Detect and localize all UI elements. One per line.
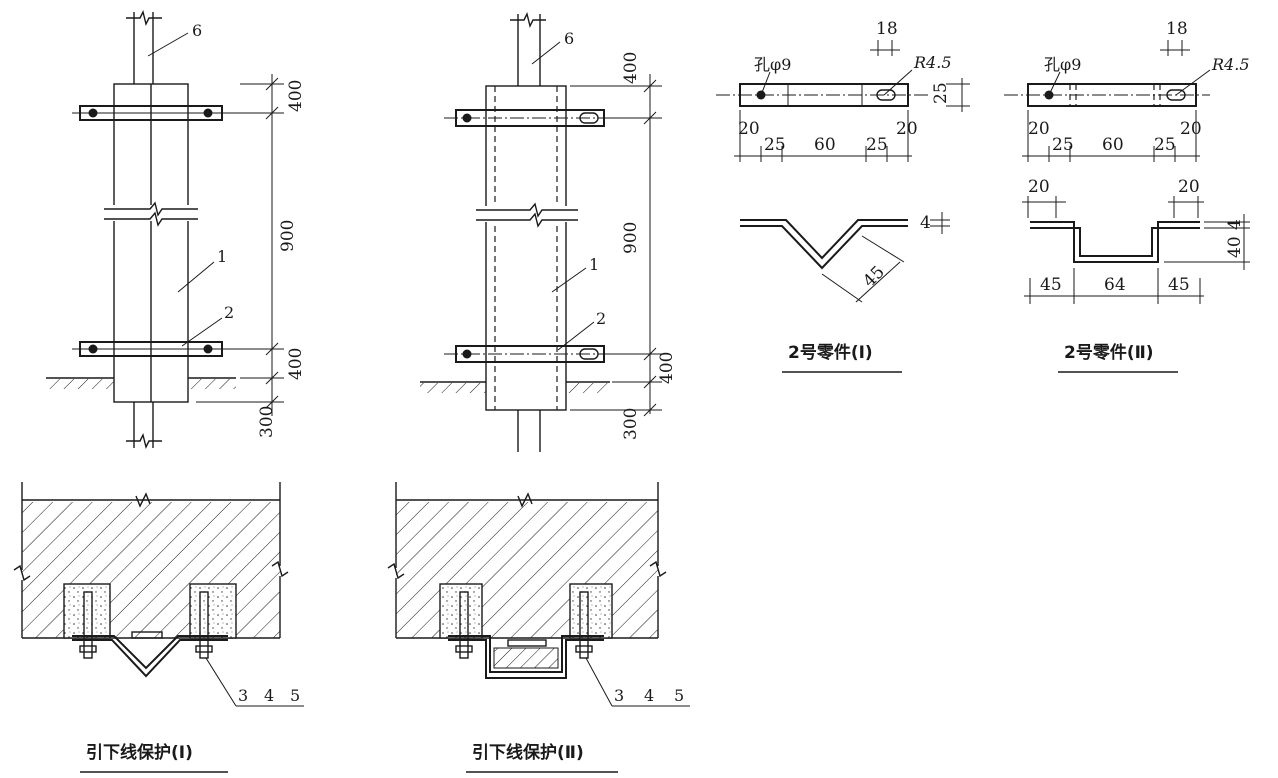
label-conductor-2: 6 xyxy=(564,29,574,48)
elevation-1: 6 1 2 400 900 400 300 xyxy=(46,9,306,450)
title-part-2: 2号零件(Ⅱ) xyxy=(1064,342,1154,363)
p2-hole: 孔φ9 xyxy=(1044,55,1081,74)
label-pipe-1: 1 xyxy=(217,247,227,266)
p2-d3: 25 xyxy=(1154,135,1176,155)
s2-label-4: 4 xyxy=(644,686,654,705)
p2-flange-left: 20 xyxy=(1028,177,1050,197)
p1-radius: R4.5 xyxy=(913,53,952,72)
p2-d4: 20 xyxy=(1180,119,1202,139)
p1-d3: 25 xyxy=(866,135,888,155)
p1-thickness: 4 xyxy=(920,213,931,233)
p1-slot: 18 xyxy=(876,19,898,39)
s2-label-5: 5 xyxy=(674,686,684,705)
elevation-2: 6 1 2 400 900 400 300 xyxy=(420,11,677,452)
p2-slot: 18 xyxy=(1166,19,1188,39)
dim-e1-middle: 900 xyxy=(278,220,298,252)
dim-e2-below: 300 xyxy=(621,408,641,440)
p2-b1: 64 xyxy=(1104,275,1126,295)
title-part-1: 2号零件(Ⅰ) xyxy=(788,342,873,363)
s2-label-3: 3 xyxy=(614,686,624,705)
p1-d2: 60 xyxy=(814,135,836,155)
part-1: 孔φ9 R4.5 18 25 20 25 60 25 20 4 xyxy=(716,19,970,373)
part-2: 孔φ9 R4.5 18 20 25 60 25 20 20 20 xyxy=(1004,19,1250,373)
p1-height: 25 xyxy=(931,82,951,104)
p1-hole: 孔φ9 xyxy=(754,55,791,74)
dim-e2-bottom: 400 xyxy=(657,352,677,384)
p2-d0: 20 xyxy=(1028,119,1050,139)
label-clamp-2: 2 xyxy=(596,309,606,328)
title-protect-1: 引下线保护(Ⅰ) xyxy=(86,742,193,763)
s1-label-4: 4 xyxy=(264,686,274,705)
s1-label-5: 5 xyxy=(290,686,300,705)
dim-e1-below: 300 xyxy=(257,406,277,438)
p2-b0: 45 xyxy=(1040,275,1062,295)
p1-d0: 20 xyxy=(738,119,760,139)
p2-radius: R4.5 xyxy=(1211,55,1250,74)
p1-d4: 20 xyxy=(896,119,918,139)
label-clamp-1: 2 xyxy=(224,303,234,322)
p2-flange-right: 20 xyxy=(1178,177,1200,197)
title-protect-2: 引下线保护(Ⅱ) xyxy=(472,742,584,763)
p2-thickness: 4 xyxy=(1225,219,1245,230)
section-1: 3 4 5 xyxy=(13,482,304,707)
p2-b2: 45 xyxy=(1168,275,1190,295)
label-conductor-1: 6 xyxy=(192,21,202,40)
dim-e2-middle: 900 xyxy=(621,222,641,254)
p2-depth: 40 xyxy=(1225,236,1245,258)
dim-e1-top: 400 xyxy=(286,80,306,112)
dim-e1-bottom: 400 xyxy=(286,348,306,380)
p1-d1: 25 xyxy=(764,135,786,155)
s1-label-3: 3 xyxy=(238,686,248,705)
p2-d1: 25 xyxy=(1052,135,1074,155)
dim-e2-top: 400 xyxy=(621,52,641,84)
section-2: 3 4 5 xyxy=(387,482,690,707)
p1-leg: 45 xyxy=(859,262,888,291)
label-pipe-2: 1 xyxy=(589,255,599,274)
p2-d2: 60 xyxy=(1102,135,1124,155)
pipe-2 xyxy=(485,85,567,411)
